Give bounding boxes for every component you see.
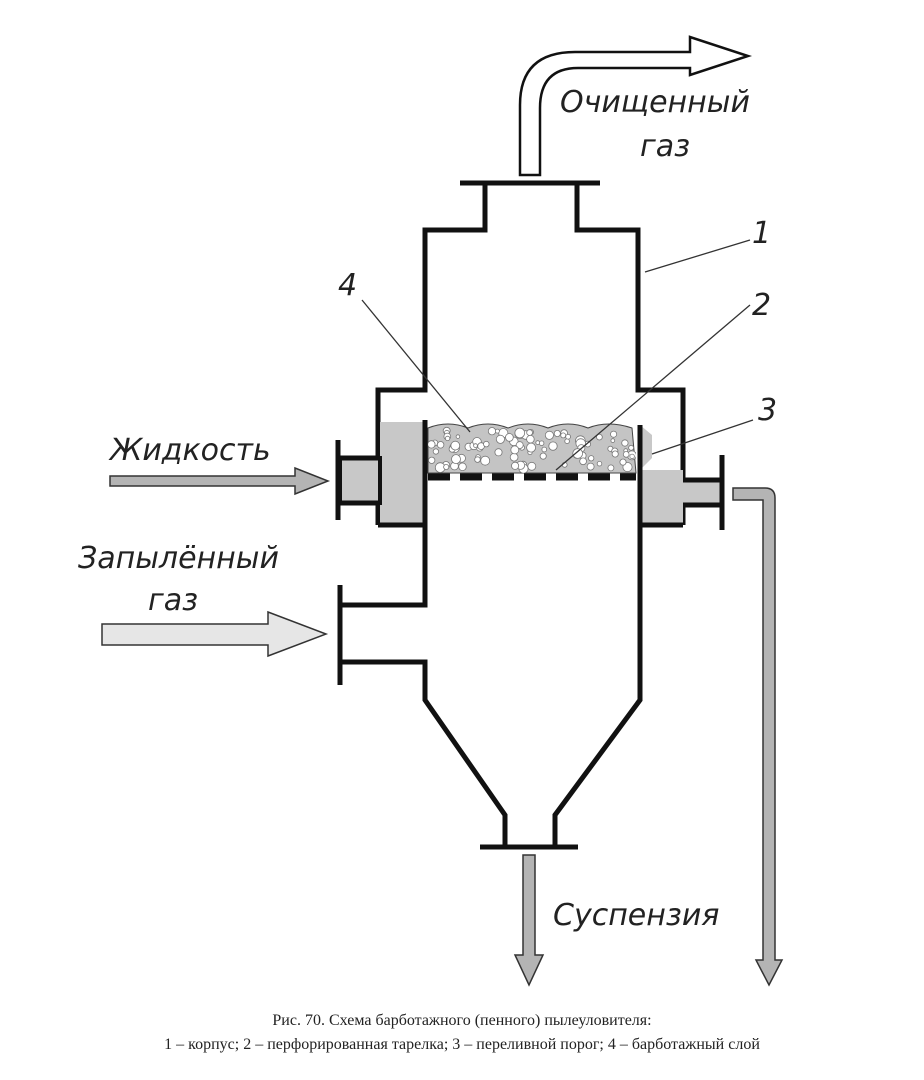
- foam-bubble: [553, 429, 561, 437]
- figure-caption-title: Рис. 70. Схема барботажного (пенного) пы…: [272, 1012, 652, 1029]
- foam-bubble: [548, 441, 558, 451]
- foam-bubble: [596, 461, 603, 467]
- foam-bubble: [443, 463, 450, 470]
- overflow-weir-right: [640, 425, 720, 525]
- dusty-gas-label-line1: Запылённый: [78, 541, 279, 576]
- foam-bubble: [622, 451, 630, 458]
- foam-bubble: [483, 440, 490, 448]
- foam-bubble: [586, 462, 595, 471]
- clean-gas-label-line1: Очищенный: [560, 85, 750, 120]
- foam-layer: [427, 423, 637, 474]
- dusty-gas-label-line2: газ: [148, 583, 198, 618]
- foam-bubble: [541, 446, 548, 453]
- foam-bubble: [535, 440, 540, 445]
- callout-3: 3: [758, 393, 777, 428]
- dust-collector-diagram: 1 2 3 4 Очищенный газ Жидкость Запылённы…: [78, 35, 784, 987]
- foam-bubble: [629, 453, 635, 460]
- clean-gas-outlet-arrow: [518, 35, 753, 177]
- foam-bubble: [610, 430, 618, 438]
- foam-bubble: [444, 435, 451, 441]
- liquid-label: Жидкость: [108, 433, 271, 468]
- liquid-inlet-left: [338, 456, 382, 505]
- overflow-weir-left: [380, 422, 425, 525]
- foam-bubble: [539, 452, 547, 460]
- foam-bubble: [487, 427, 497, 436]
- foam-bubble: [432, 448, 439, 455]
- liquid-inlet-arrow: [109, 466, 331, 496]
- foam-bubble: [458, 462, 467, 471]
- housing-lower: [337, 525, 643, 850]
- foam-bubble: [579, 457, 587, 466]
- foam-bubble: [450, 440, 461, 451]
- foam-bubble: [451, 454, 461, 465]
- foam-bubble: [628, 444, 634, 451]
- foam-bubble: [509, 452, 519, 462]
- foam-bubble: [474, 456, 481, 463]
- foam-bubble: [560, 432, 567, 439]
- foam-bubble: [505, 433, 514, 442]
- foam-bubble: [544, 430, 554, 440]
- suspension-label: Суспензия: [553, 898, 719, 933]
- housing-upper: [375, 180, 686, 525]
- foam-bubble: [494, 428, 500, 434]
- callout-4: 4: [338, 268, 357, 303]
- foam-bubble: [436, 441, 445, 449]
- foam-bubble: [473, 443, 478, 448]
- foam-bubble: [510, 445, 520, 455]
- foam-bubble: [611, 450, 619, 458]
- foam-bubble: [511, 461, 520, 470]
- foam-bubble: [564, 438, 570, 444]
- foam-bubble: [588, 455, 595, 462]
- foam-bubble: [619, 458, 627, 466]
- figure-caption-legend: 1 – корпус; 2 – перфорированная тарелка;…: [164, 1036, 760, 1053]
- foam-bubble: [480, 455, 491, 466]
- foam-bubble: [565, 433, 571, 440]
- callout-lines: [361, 239, 754, 471]
- foam-bubble: [572, 448, 583, 459]
- clean-gas-label-line2: газ: [640, 129, 690, 164]
- foam-bubble: [527, 461, 537, 471]
- foam-bubble: [607, 464, 615, 472]
- foam-bubble: [428, 440, 436, 449]
- flanges: [335, 440, 725, 530]
- callout-1: 1: [752, 216, 771, 251]
- foam-bubble: [610, 438, 616, 443]
- foam-bubble: [494, 448, 503, 457]
- foam-bubble: [596, 433, 603, 441]
- foam-bubble: [428, 456, 436, 464]
- foam-bubble: [526, 429, 533, 436]
- foam-bubble: [495, 434, 505, 444]
- foam-bubble: [526, 442, 536, 453]
- foam-bubble: [621, 439, 629, 447]
- suspension-outlet-arrow: [513, 854, 545, 987]
- foam-bubble: [538, 440, 545, 446]
- dusty-gas-inlet-arrow: [101, 610, 329, 658]
- callout-2: 2: [752, 288, 771, 323]
- foam-bubble: [526, 435, 535, 444]
- overflow-liquid-arrow: [732, 487, 784, 987]
- foam-bubble: [455, 434, 461, 439]
- foam-bubble: [514, 427, 526, 439]
